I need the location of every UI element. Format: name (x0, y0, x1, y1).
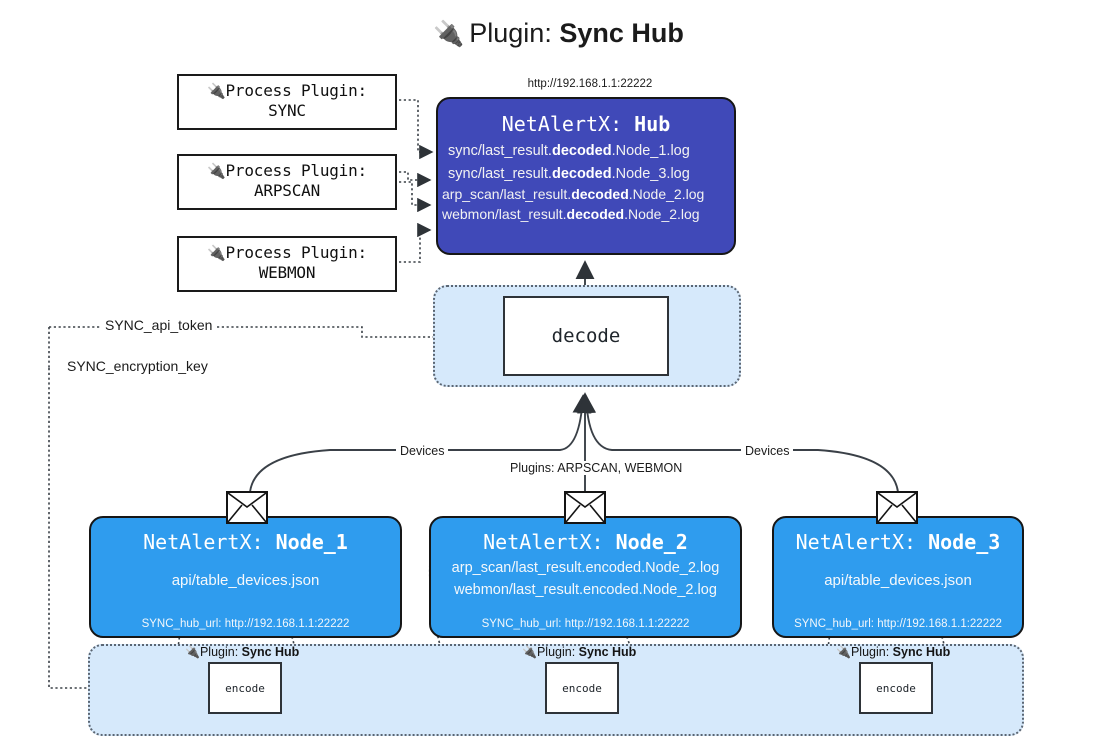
envelope-icon (564, 491, 606, 524)
plug-icon: 🔌 (433, 20, 465, 48)
node-line: api/table_devices.json (824, 572, 972, 589)
plug-icon: 🔌 (185, 645, 200, 659)
encode-plugin-label: 🔌Plugin: Sync Hub (522, 645, 637, 659)
hub-title-name: Hub (634, 112, 671, 136)
encode-box[interactable]: encode (208, 662, 282, 714)
node-footer: SYNC_hub_url: http://192.168.1.1:22222 (481, 618, 690, 630)
process-plugin-name: WEBMON (258, 263, 316, 283)
hub-log-line: sync/last_result.decoded.Node_3.log (448, 166, 690, 182)
title-name: Sync Hub (559, 18, 684, 48)
edge-label-devices-left: Devices (396, 444, 449, 458)
decode-box[interactable]: decode (503, 296, 669, 376)
process-plugin-webmon[interactable]: 🔌Process Plugin: WEBMON (177, 236, 397, 292)
envelope-icon (226, 491, 268, 524)
title-prefix: Plugin: (469, 18, 560, 48)
node-line: api/table_devices.json (171, 572, 320, 589)
hub-url-label: http://192.168.1.1:22222 (527, 78, 653, 90)
plug-icon: 🔌 (207, 82, 226, 100)
process-plugin-name: ARPSCAN (253, 181, 321, 201)
process-plugin-name: SYNC (268, 101, 306, 121)
plug-icon: 🔌 (836, 645, 851, 659)
node-title: NetAlertX: Node_3 (795, 530, 1001, 554)
node-3[interactable]: NetAlertX: Node_3 api/table_devices.json… (772, 516, 1024, 638)
node-name: Node_2 (615, 530, 688, 554)
node-name: Node_3 (928, 530, 1001, 554)
node-line: arp_scan/last_result.encoded.Node_2.log (451, 560, 720, 576)
node-name: Node_1 (275, 530, 348, 554)
node-title: NetAlertX: Node_2 (483, 530, 688, 554)
encode-plugin-label: 🔌Plugin: Sync Hub (185, 645, 300, 659)
hub-title-prefix: NetAlertX: (501, 112, 635, 136)
node-title: NetAlertX: Node_1 (143, 530, 348, 554)
node-footer: SYNC_hub_url: http://192.168.1.1:22222 (141, 618, 350, 630)
process-plugin-label: Process Plugin: (225, 81, 367, 100)
plug-icon: 🔌 (207, 244, 226, 262)
process-plugin-label: Process Plugin: (225, 243, 367, 262)
edge-label-devices-right: Devices (741, 444, 794, 458)
sync-encryption-key-label: SYNC_encryption_key (62, 358, 213, 374)
sync-api-token-label: SYNC_api_token (100, 317, 218, 333)
node-line: webmon/last_result.encoded.Node_2.log (454, 582, 717, 598)
hub-log-line: webmon/last_result.decoded.Node_2.log (442, 206, 700, 222)
hub-node[interactable]: NetAlertX: Hub sync/last_result.decoded.… (436, 97, 736, 255)
hub-title: NetAlertX: Hub (438, 112, 734, 136)
edge-label-plugins: Plugins: ARPSCAN, WEBMON (506, 461, 687, 475)
plug-icon: 🔌 (522, 645, 537, 659)
envelope-icon (876, 491, 918, 524)
encode-box[interactable]: encode (545, 662, 619, 714)
node-footer: SYNC_hub_url: http://192.168.1.1:22222 (794, 618, 1002, 630)
encode-plugin-label: 🔌Plugin: Sync Hub (836, 645, 951, 659)
process-plugin-sync[interactable]: 🔌Process Plugin: SYNC (177, 74, 397, 130)
node-1[interactable]: NetAlertX: Node_1 api/table_devices.json… (89, 516, 402, 638)
page-title: 🔌Plugin: Sync Hub (0, 18, 1117, 49)
encode-box[interactable]: encode (859, 662, 933, 714)
hub-log-line: arp_scan/last_result.decoded.Node_2.log (442, 186, 705, 202)
process-plugin-label: Process Plugin: (225, 161, 367, 180)
hub-log-line: sync/last_result.decoded.Node_1.log (448, 143, 690, 159)
process-plugin-arpscan[interactable]: 🔌Process Plugin: ARPSCAN (177, 154, 397, 210)
node-2[interactable]: NetAlertX: Node_2 arp_scan/last_result.e… (429, 516, 742, 638)
plug-icon: 🔌 (207, 162, 226, 180)
